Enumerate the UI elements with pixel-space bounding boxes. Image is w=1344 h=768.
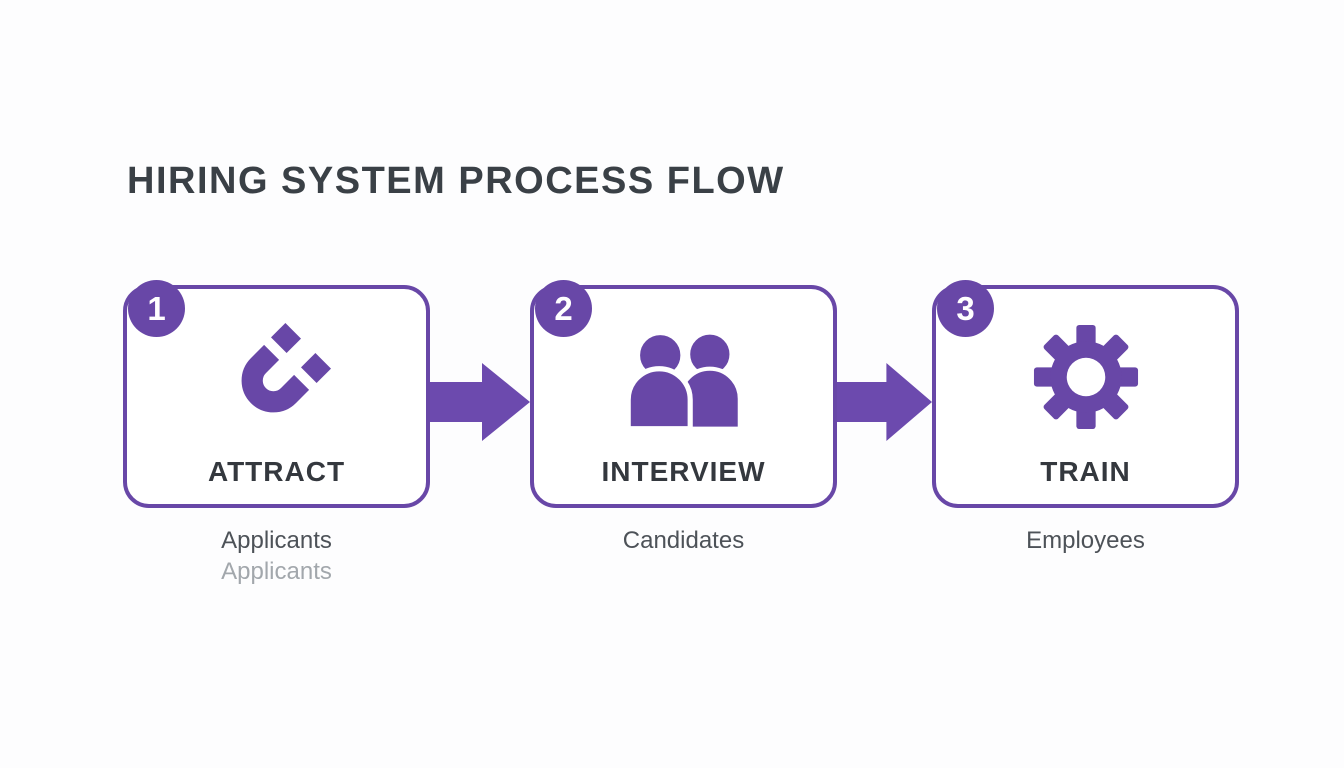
step-number-badge: 2 <box>535 280 592 337</box>
step-card-interview: 2 INTERVIEW <box>530 280 837 508</box>
arrow-right-icon <box>837 363 932 441</box>
step-number: 3 <box>956 289 975 327</box>
step-card-train: 3 TRAIN <box>932 280 1239 508</box>
step-number: 1 <box>147 289 166 327</box>
magnet-icon <box>127 317 426 437</box>
arrow-right-icon <box>430 363 530 441</box>
step-label: TRAIN <box>1040 456 1131 487</box>
step-number: 2 <box>554 289 573 327</box>
step-card-attract: 1 ATTRACT <box>123 280 430 508</box>
gear-icon <box>936 317 1235 437</box>
step-sublabel-applicants: Applicants <box>221 527 332 554</box>
step-label: INTERVIEW <box>601 456 766 487</box>
page-title: HIRING SYSTEM PROCESS FLOW <box>127 160 785 202</box>
step-sublabel-candidates: Candidates <box>622 527 745 554</box>
step-number-badge: 1 <box>128 280 185 337</box>
step-number-badge: 3 <box>937 280 994 337</box>
step-label: ATTRACT <box>207 456 346 487</box>
people-icon <box>534 317 833 437</box>
step-sublabel-applicants-ghost: Applicants <box>221 558 332 585</box>
step-sublabel-employees: Employees <box>1026 527 1145 554</box>
